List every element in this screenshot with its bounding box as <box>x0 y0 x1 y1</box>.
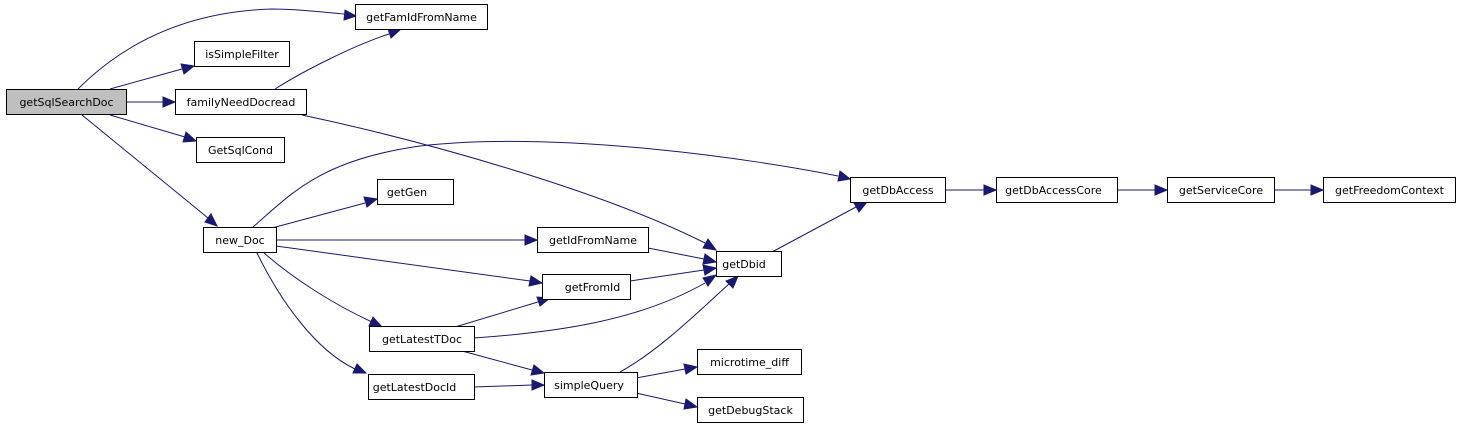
node-getLatestDocId[interactable]: getLatestDocId <box>368 374 475 400</box>
edge-new_Doc-getLatestTDoc <box>263 252 373 323</box>
node-label: getDbAccess <box>862 184 933 197</box>
edge-getLatestDocId-simpleQuery <box>473 384 533 388</box>
node-familyNeedDocread[interactable]: familyNeedDocread <box>175 89 307 115</box>
node-label: getSqlSearchDoc <box>19 96 113 109</box>
node-label: getFromId <box>565 281 621 294</box>
node-label: getDbid <box>722 258 766 271</box>
node-getFamIdFromName[interactable]: getFamIdFromName <box>355 4 488 30</box>
arrowhead-icon <box>837 170 852 182</box>
arrowhead-icon <box>725 275 739 289</box>
edge-getSqlSearchDoc-new_Doc <box>81 114 209 219</box>
node-getDebugStack[interactable]: getDebugStack <box>697 397 804 423</box>
edge-getLatestTDoc-simpleQuery <box>461 350 533 371</box>
arrowhead-icon <box>363 196 379 208</box>
node-getServiceCore[interactable]: getServiceCore <box>1167 177 1275 203</box>
edge-simpleQuery-getDebugStack <box>635 392 686 405</box>
arrowhead-icon <box>180 63 196 75</box>
node-microtime_diff[interactable]: microtime_diff <box>697 349 802 375</box>
node-getDbid[interactable]: getDbid <box>716 251 782 277</box>
arrowhead-icon <box>387 28 403 39</box>
arrowhead-icon <box>530 364 546 376</box>
edge-new_Doc-getGen <box>271 202 366 229</box>
arrowhead-icon <box>983 184 998 196</box>
edge-getSqlSearchDoc-isSimpleFilter <box>109 68 183 90</box>
edge-getIdFromName-getDbid <box>647 247 705 260</box>
node-getFreedomContext[interactable]: getFreedomContext <box>1323 177 1456 203</box>
call-graph-edges <box>77 8 1325 410</box>
node-new_Doc[interactable]: new_Doc <box>203 227 277 253</box>
node-simpleQuery[interactable]: simpleQuery <box>544 372 638 398</box>
arrowhead-icon <box>162 96 177 108</box>
node-label: getIdFromName <box>549 234 637 247</box>
edge-familyNeedDocread-getDbid <box>301 114 706 244</box>
edge-getDbid-getDbAccess <box>771 206 857 253</box>
arrowhead-icon <box>343 9 358 21</box>
node-label: getServiceCore <box>1179 184 1263 197</box>
node-label: GetSqlCond <box>208 144 273 157</box>
node-GetSqlCond[interactable]: GetSqlCond <box>196 137 285 163</box>
arrowhead-icon <box>1154 184 1169 196</box>
node-label: simpleQuery <box>554 379 624 392</box>
edge-getFromId-getDbid <box>629 269 705 282</box>
node-label: getFreedomContext <box>1335 184 1445 197</box>
node-label: getDbAccessCore <box>1005 184 1102 197</box>
edge-getSqlSearchDoc-GetSqlCond <box>109 114 186 138</box>
arrowhead-icon <box>702 253 718 265</box>
edge-getLatestTDoc-getDbid <box>473 282 706 339</box>
edge-getSqlSearchDoc-getFamIdFromName <box>77 8 345 90</box>
edge-getLatestTDoc-getFromId <box>454 301 539 328</box>
edge-simpleQuery-microtime_diff <box>635 368 686 379</box>
arrowhead-icon <box>368 316 384 328</box>
arrowhead-icon <box>702 238 718 251</box>
call-graph-nodes: getSqlSearchDoc getFamIdFromName isSimpl… <box>6 4 1456 423</box>
arrowhead-icon <box>683 363 699 375</box>
node-label: microtime_diff <box>710 356 789 369</box>
edge-new_Doc-getFromId <box>275 245 531 282</box>
edge-new_Doc-getLatestDocId <box>256 252 356 370</box>
node-label: getLatestDocId <box>373 381 457 394</box>
node-label: getGen <box>387 186 427 199</box>
arrowhead-icon <box>853 201 869 213</box>
arrowhead-icon <box>182 131 198 143</box>
node-label: familyNeedDocread <box>187 96 296 109</box>
edge-simpleQuery-getDbid <box>619 283 730 373</box>
node-label: isSimpleFilter <box>205 48 279 61</box>
node-getGen[interactable]: getGen <box>377 179 454 205</box>
node-label: getLatestTDoc <box>382 333 462 346</box>
node-label: getDebugStack <box>708 404 793 417</box>
arrowhead-icon <box>528 275 544 287</box>
node-label: new_Doc <box>215 234 264 247</box>
edge-familyNeedDocread-getFamIdFromName <box>274 33 390 90</box>
arrowhead-icon <box>683 398 699 410</box>
arrowhead-icon <box>524 234 539 246</box>
arrowhead-icon <box>531 379 546 391</box>
node-getDbAccess[interactable]: getDbAccess <box>850 177 946 203</box>
arrowhead-icon <box>702 264 718 276</box>
edge-new_Doc-getDbAccess <box>252 140 839 228</box>
arrowhead-icon <box>1310 184 1325 196</box>
arrowhead-icon <box>352 363 368 374</box>
arrowhead-icon <box>204 213 218 227</box>
node-isSimpleFilter[interactable]: isSimpleFilter <box>194 41 290 67</box>
node-getDbAccessCore[interactable]: getDbAccessCore <box>996 177 1118 203</box>
node-getFromId[interactable]: getFromId <box>542 274 631 300</box>
node-getIdFromName[interactable]: getIdFromName <box>537 227 649 253</box>
node-label: getFamIdFromName <box>366 11 477 24</box>
node-getLatestTDoc[interactable]: getLatestTDoc <box>369 326 475 352</box>
arrowhead-icon <box>702 274 718 287</box>
node-getSqlSearchDoc[interactable]: getSqlSearchDoc <box>6 89 127 115</box>
